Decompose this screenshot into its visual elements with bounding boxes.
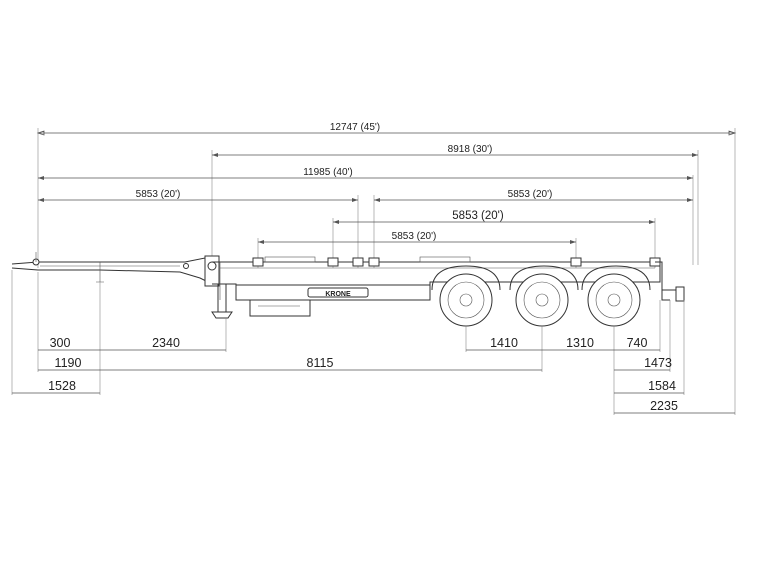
dim-label-1473: 1473 [644, 356, 672, 370]
wheel-2-rim [523, 281, 561, 319]
landing-gear-foot [211, 311, 233, 319]
landing-gear-leg [217, 284, 227, 312]
dim-label-8918: 8918 (30') [448, 144, 493, 155]
fender-3 [581, 265, 651, 291]
dim-label-20-center: 5853 (20') [392, 231, 437, 242]
twistlock-2 [327, 257, 339, 267]
wheel-3-hub [607, 293, 621, 307]
kingpin [207, 261, 217, 271]
gooseneck-lock [183, 263, 189, 269]
dim-label-1528: 1528 [48, 379, 76, 393]
dim-arrows-overall [36, 130, 737, 136]
kingpin-block [204, 255, 220, 287]
front-support [96, 262, 104, 283]
wheel-1-rim [447, 281, 485, 319]
dim-label-11985: 11985 (40') [303, 167, 353, 178]
trailer: KRONE [11, 252, 685, 327]
dim-label-2235: 2235 [650, 399, 678, 413]
deck-plate-1 [264, 256, 316, 263]
dim-label-1190: 1190 [55, 356, 82, 370]
dim-label-740: 740 [627, 336, 648, 350]
dim-label-1310: 1310 [566, 336, 594, 350]
dim-label-overall: 12747 (45') [330, 122, 380, 133]
twistlock-5 [570, 257, 582, 267]
rear-light [675, 286, 685, 302]
twistlock-3 [352, 257, 364, 267]
dim-label-20-rear: 5853 (20') [452, 210, 504, 222]
fender-1 [431, 265, 501, 291]
wheel-2-hub [535, 293, 549, 307]
wheel-3-rim [595, 281, 633, 319]
twistlock-4 [368, 257, 380, 267]
gooseneck-top [11, 257, 213, 265]
dim-label-8115: 8115 [307, 356, 334, 370]
dim-label-1584: 1584 [648, 379, 676, 393]
dim-label-20-left: 5853 (20') [136, 189, 181, 200]
top-dimensions: 12747 (45') 8918 (30') 11985 (40') 5853 … [36, 122, 737, 415]
gooseneck-bottom [11, 267, 213, 285]
bottom-dimensions: 300 2340 1410 1310 740 1190 8115 1473 15… [11, 270, 735, 415]
dim-label-300: 300 [50, 336, 71, 350]
wheel-1-hub [459, 293, 473, 307]
brand-plate-text: KRONE [325, 291, 351, 298]
spare-frame [249, 300, 311, 317]
dim-label-1410: 1410 [490, 336, 518, 350]
dim-label-2340: 2340 [152, 336, 180, 350]
dim-label-20-right: 5853 (20') [508, 189, 553, 200]
fender-2 [509, 265, 579, 291]
brand-plate [307, 287, 369, 298]
twistlock-1 [252, 257, 264, 267]
deck-plate-2 [419, 256, 471, 263]
